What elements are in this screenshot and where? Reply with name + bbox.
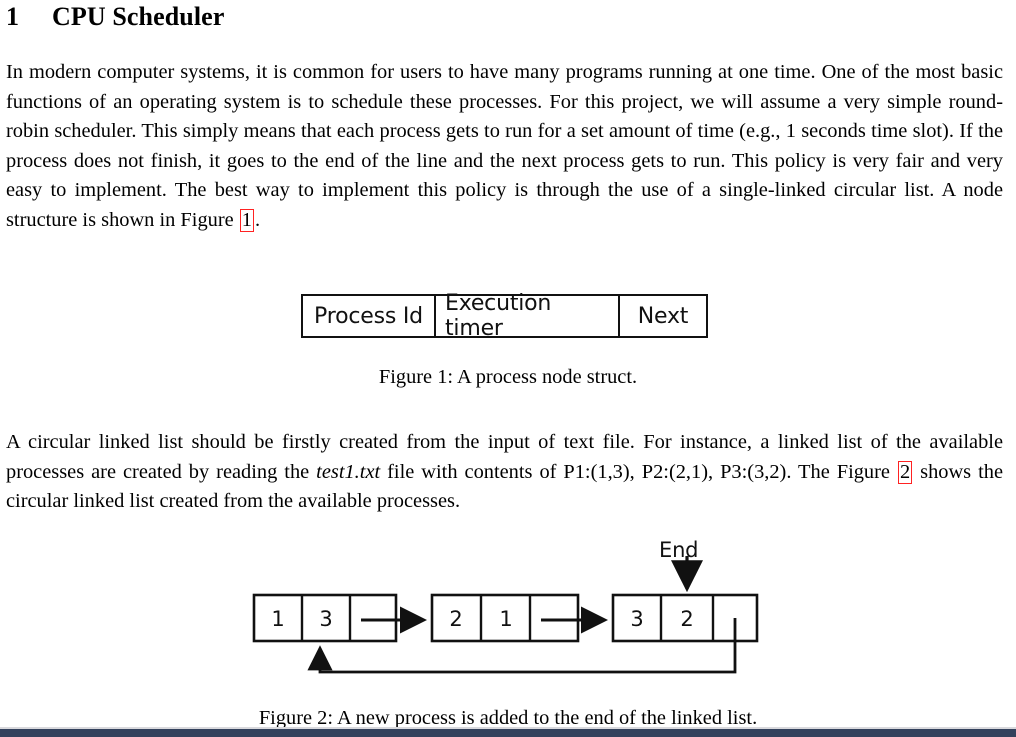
linked-list-node-3: 3 2 (611, 593, 759, 643)
node-3-execution-timer: 2 (680, 607, 693, 631)
input-file-name: test1.txt (316, 460, 381, 483)
figure-1-reference-link[interactable]: 1 (239, 208, 254, 233)
figure-1-caption: Figure 1: A process node struct. (378, 366, 638, 388)
paragraph-intro-tail: . (254, 208, 261, 231)
bottom-chrome-bar[interactable] (0, 729, 1016, 737)
paragraph-intro: In modern computer systems, it is common… (6, 58, 1003, 236)
node-2-process-id: 2 (449, 607, 462, 631)
struct-cell-next: Next (618, 296, 706, 336)
figure-2-caption: Figure 2: A new process is added to the … (258, 707, 758, 729)
circular-link-path (307, 618, 737, 674)
paragraph-linked-list-text-1: A circular linked list should be firstly… (6, 431, 1003, 483)
node-1-process-id: 1 (271, 607, 284, 631)
page-title: 1 CPU Scheduler (6, 2, 224, 32)
paragraph-linked-list: A circular linked list should be firstly… (6, 428, 1003, 517)
struct-cell-process-id: Process Id (314, 303, 423, 329)
node-1-execution-timer: 3 (319, 607, 332, 631)
linked-list-node-1: 1 3 (252, 593, 427, 643)
section-number: 1 (6, 2, 20, 31)
process-node-struct-table: Process Id Execution timer Next (301, 291, 708, 341)
paragraph-linked-list-text-3: shows the circular linked list created f… (6, 460, 1004, 513)
end-pointer-label: End (659, 538, 699, 562)
paragraph-intro-text: In modern computer systems, it is common… (6, 61, 1003, 231)
linked-list-node-2: 2 1 (430, 593, 608, 643)
node-3-process-id: 3 (630, 607, 643, 631)
linked-list-diagram: 1 3 2 1 3 2 (0, 530, 1016, 690)
paragraph-linked-list-text-2: file with contents of P1:(1,3), P2:(2,1)… (380, 460, 897, 483)
struct-cell-execution-timer: Execution timer (434, 291, 618, 341)
figure-2-reference-link[interactable]: 2 (897, 460, 913, 485)
section-title: CPU Scheduler (52, 2, 225, 31)
page-bottom-divider (0, 727, 1016, 729)
node-2-execution-timer: 1 (499, 607, 512, 631)
